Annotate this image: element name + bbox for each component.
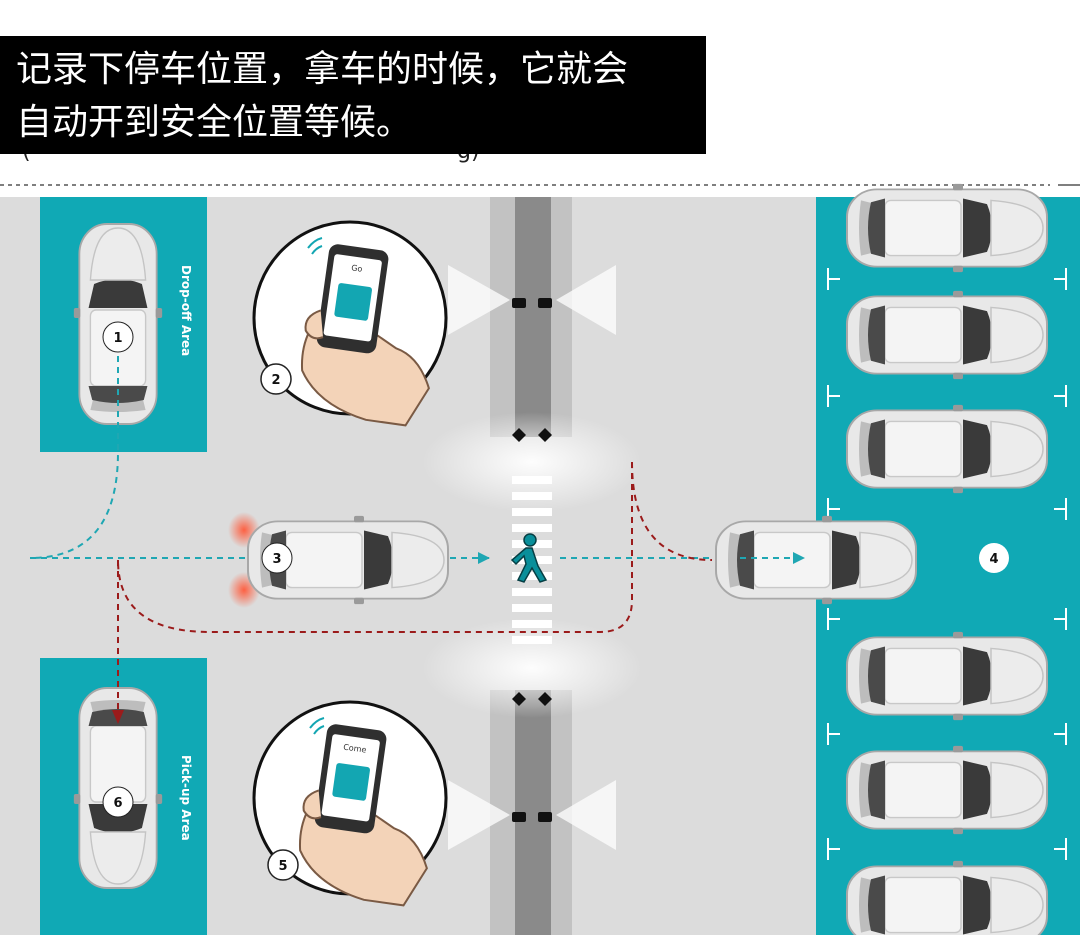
step-number: 3 <box>272 552 281 567</box>
step-badge-5: 5 <box>267 849 299 881</box>
sensor-icon <box>512 298 552 822</box>
drop-off-label: Drop-off Area <box>179 265 193 356</box>
phone-bubble-bottom: Come <box>252 700 448 907</box>
light-glow <box>422 618 642 718</box>
step-number: 5 <box>278 859 287 874</box>
parking-car <box>715 514 917 606</box>
caption-line-1: 记录下停车位置，拿车的时候，它就会 <box>16 49 629 90</box>
phone-screen-label: Go <box>351 263 363 273</box>
step-badge-4: 4 <box>979 543 1009 573</box>
step-number: 6 <box>113 796 122 811</box>
sensor-beam <box>556 780 616 850</box>
step-number: 2 <box>271 373 280 388</box>
arrow-icon <box>112 710 124 724</box>
signal-icon <box>309 717 325 735</box>
phone-bubble-top: Go <box>252 220 448 427</box>
sensor-beam <box>556 265 616 335</box>
light-glow <box>422 412 642 512</box>
sensor-beam <box>448 780 510 850</box>
step-badge-1: 1 <box>102 321 134 353</box>
step-badge-3: 3 <box>261 542 293 574</box>
step-number: 4 <box>989 552 998 567</box>
pick-up-label: Pick-up Area <box>179 755 193 841</box>
caption-overlay <box>0 36 706 154</box>
step-number: 1 <box>113 331 122 346</box>
return-path <box>117 461 713 712</box>
signal-icon <box>307 237 323 255</box>
sensor-beam <box>448 265 510 335</box>
parking-lines <box>827 268 1067 860</box>
phone-screen-label: Come <box>343 743 367 755</box>
step-badge-2: 2 <box>260 363 292 395</box>
pedestrian-icon <box>510 533 548 583</box>
caption-line-2: 自动开到安全位置等候。 <box>16 102 413 143</box>
arrow-icon <box>478 552 805 564</box>
step-badge-6: 6 <box>102 786 134 818</box>
wall-top <box>515 197 551 437</box>
